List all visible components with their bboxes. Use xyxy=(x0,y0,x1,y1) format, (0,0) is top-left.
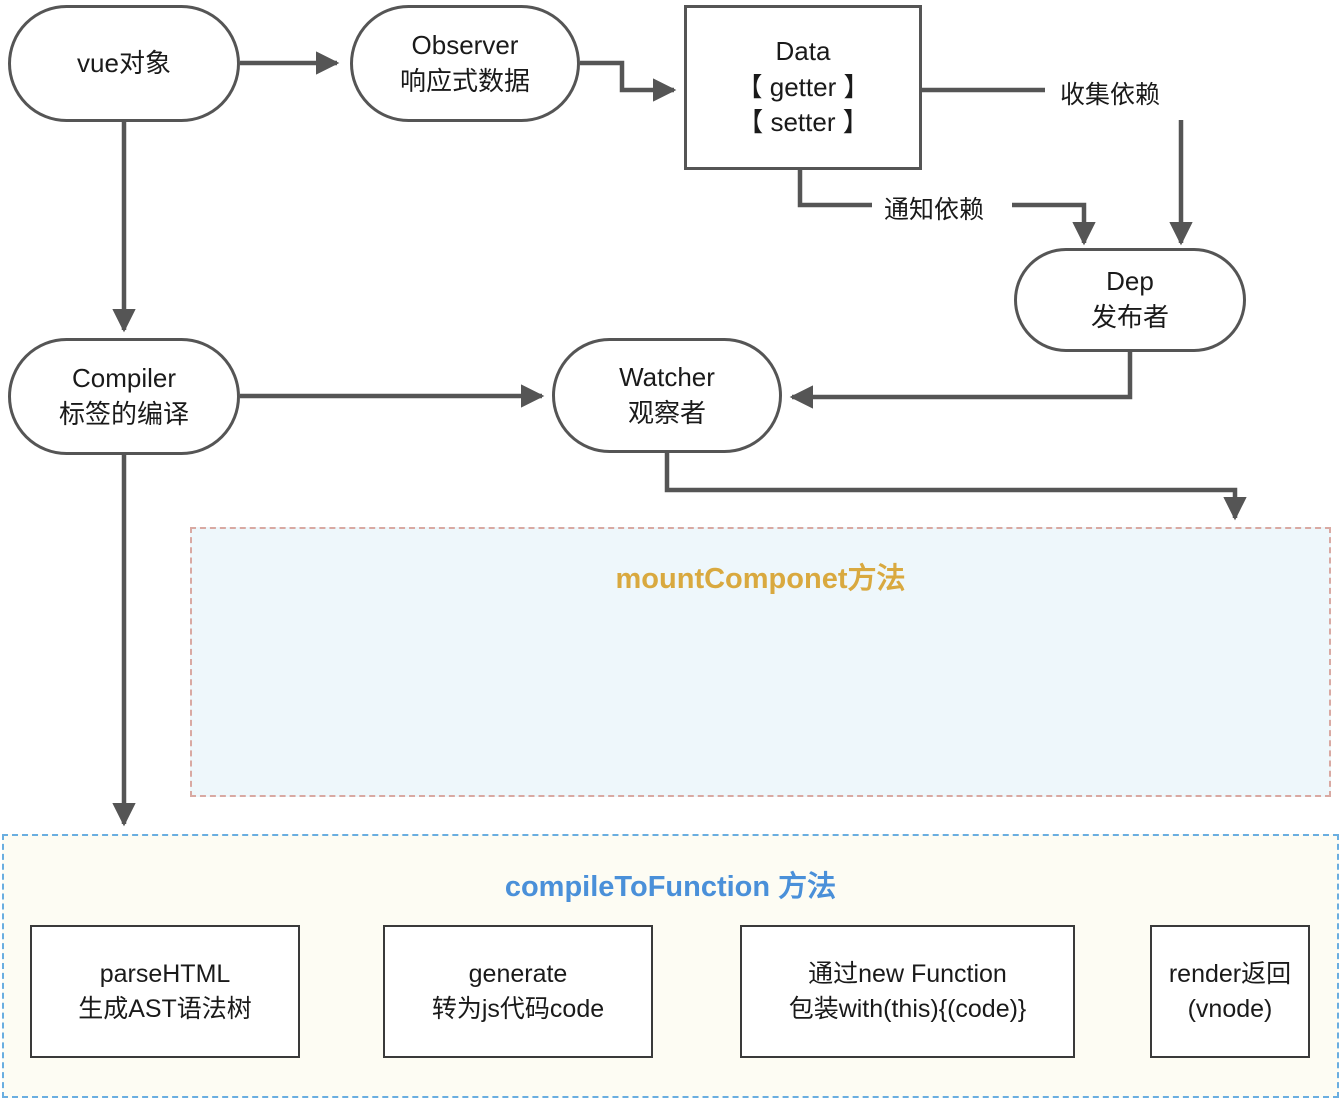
node-observer-title: Observer xyxy=(411,29,519,60)
node-parse-html-subtitle: 生成AST语法树 xyxy=(78,994,252,1023)
node-generate[interactable]: generate 转为js代码code xyxy=(383,925,653,1058)
group-mount-componet-title: mountComponet方法 xyxy=(615,563,906,595)
node-compiler-subtitle: 标签的编译 xyxy=(58,398,189,429)
node-compiler-title: Compiler xyxy=(71,362,177,393)
node-data-setter: 【 setter 】 xyxy=(737,107,869,138)
node-generate-subtitle: 转为js代码code xyxy=(431,994,605,1023)
node-data-getter: 【 getter 】 xyxy=(736,71,870,102)
node-watcher-subtitle: 观察者 xyxy=(627,397,706,428)
node-generate-title: generate xyxy=(468,960,568,988)
edge-label-notify-dependency: 通知依赖 xyxy=(884,196,985,224)
node-observer[interactable]: Observer 响应式数据 xyxy=(350,5,580,122)
node-vue-object-label: vue对象 xyxy=(77,47,171,78)
group-compile-to-function-title: compileToFunction 方法 xyxy=(504,871,837,903)
node-dep[interactable]: Dep 发布者 xyxy=(1014,248,1246,352)
node-parse-html[interactable]: parseHTML 生成AST语法树 xyxy=(30,925,300,1058)
node-parse-html-title: parseHTML xyxy=(99,960,231,988)
node-data-title: Data xyxy=(775,35,831,66)
node-new-function[interactable]: 通过new Function 包装with(this){(code)} xyxy=(740,925,1075,1058)
node-new-function-title: 通过new Function xyxy=(808,960,1007,988)
group-mount-componet: mountComponet方法 xyxy=(190,527,1331,797)
node-watcher[interactable]: Watcher 观察者 xyxy=(552,338,782,453)
node-watcher-title: Watcher xyxy=(619,361,715,392)
node-render-title: render返回 xyxy=(1168,960,1292,988)
node-new-function-subtitle: 包装with(this){(code)} xyxy=(788,994,1027,1023)
edge-label-collect-dependency: 收集依赖 xyxy=(1060,81,1161,109)
node-render[interactable]: render返回 (vnode) xyxy=(1150,925,1310,1058)
node-render-subtitle: (vnode) xyxy=(1187,994,1273,1023)
node-observer-subtitle: 响应式数据 xyxy=(399,65,530,96)
node-vue-object[interactable]: vue对象 xyxy=(8,5,240,122)
node-data[interactable]: Data 【 getter 】 【 setter 】 xyxy=(684,5,922,170)
node-compiler[interactable]: Compiler 标签的编译 xyxy=(8,338,240,455)
node-dep-subtitle: 发布者 xyxy=(1090,302,1169,332)
node-dep-title: Dep xyxy=(1106,266,1154,297)
